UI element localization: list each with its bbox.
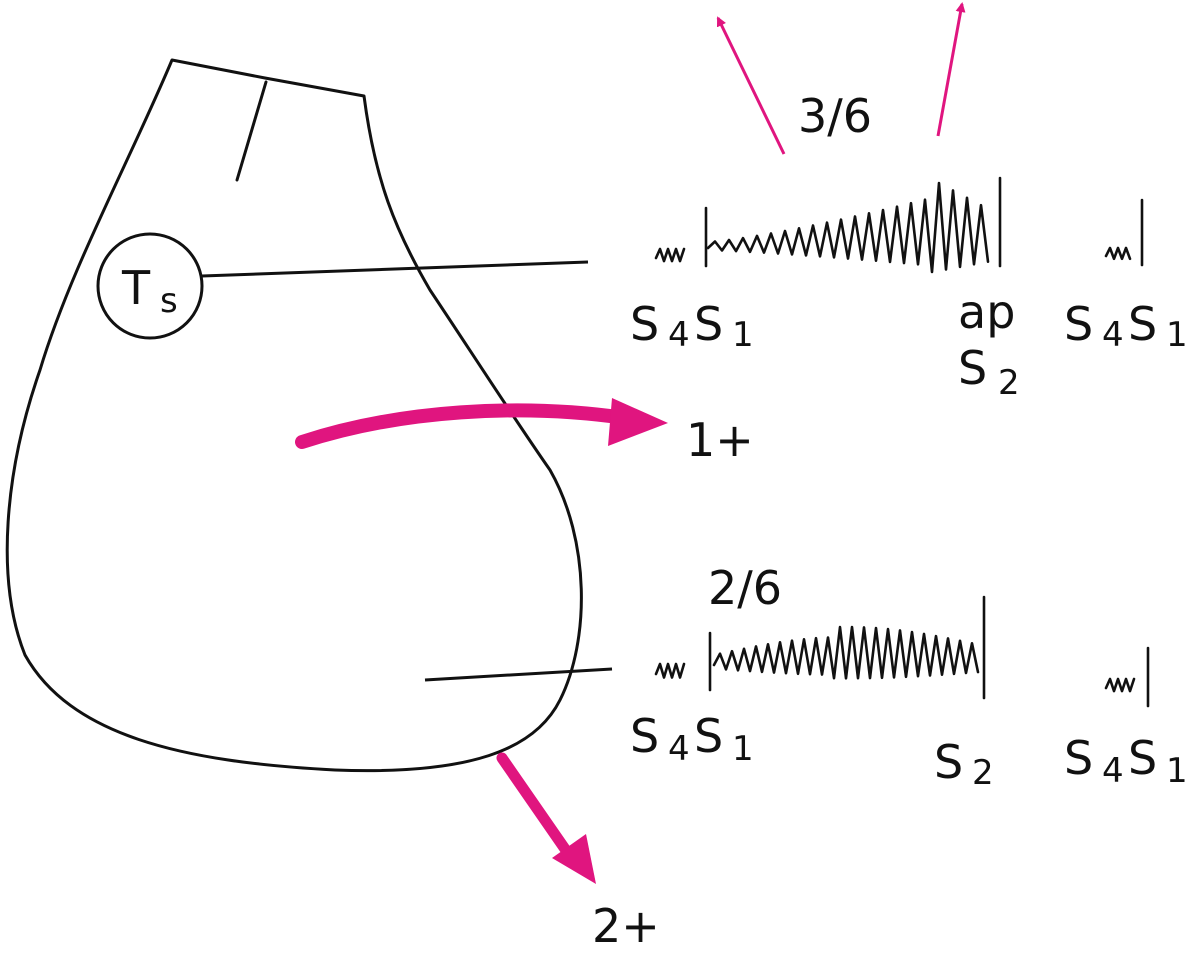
bottom-s4-right-mark [1104,677,1136,693]
great-vessel-line [235,80,268,182]
top-grade: 3/6 [798,89,872,143]
top-right-s1: S [1128,297,1157,351]
valve-circle [96,232,204,340]
radiation-arrow-apex-head [552,834,596,884]
top-left-s4-sub: 4 [668,315,690,355]
top-right-s1-sub: 1 [1166,315,1188,355]
bottom-pointer-line [424,667,613,682]
bottom-left-s1-sub: 1 [732,729,754,769]
bottom-grade: 2/6 [708,561,782,615]
top-left-s1-sub: 1 [732,315,754,355]
top-s4-right-mark [1104,246,1132,261]
radiation-arrow-right [936,2,966,137]
bottom-right-s1: S [1128,731,1157,785]
valve-label: T [121,261,151,315]
heart-outline [5,58,583,773]
bottom-s2: S [934,735,963,789]
valve-label-sub: s [160,281,178,321]
top-s2: S [958,341,987,395]
radiation-arrow-left [716,16,786,155]
top-tracing [654,176,1144,274]
bottom-right-s4: S [1064,731,1093,785]
radiation-arrow-middle-head [608,398,668,446]
top-ap-label: ap [958,285,1015,339]
radiation-arrow-middle [295,403,632,449]
bottom-s4-left-mark [654,662,686,679]
top-s2-sub: 2 [998,363,1020,403]
bottom-murmur-waveform [712,625,980,680]
apex-radiation-label: 2+ [592,899,660,953]
bottom-right-s4-sub: 4 [1102,751,1124,791]
top-left-s1: S [694,297,723,351]
bottom-left-s4: S [630,709,659,763]
bottom-left-s1: S [694,709,723,763]
top-right-s4-sub: 4 [1102,315,1124,355]
bottom-tracing [654,595,1150,708]
middle-radiation-label: 1+ [686,413,754,467]
top-right-s4: S [1064,297,1093,351]
top-murmur-waveform [706,181,990,274]
bottom-left-s4-sub: 4 [668,729,690,769]
top-s4-left-mark [654,247,686,263]
top-left-s4: S [630,297,659,351]
top-pointer-line [201,260,589,278]
bottom-s2-sub: 2 [972,753,994,793]
bottom-right-s1-sub: 1 [1166,751,1188,791]
radiation-arrow-apex [496,752,580,868]
